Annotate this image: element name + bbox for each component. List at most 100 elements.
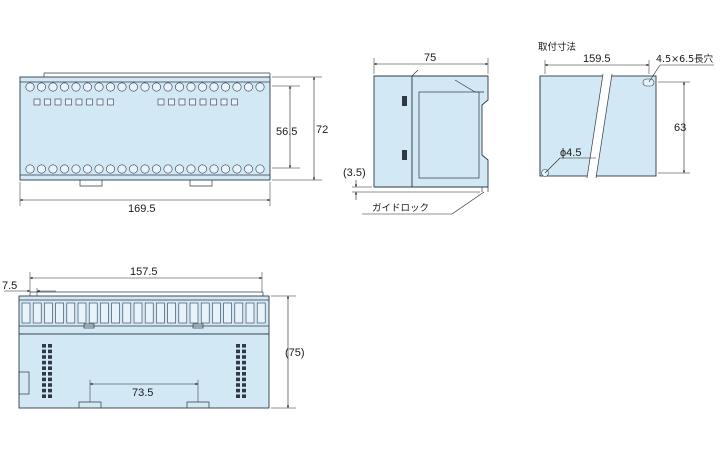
terminal-screw (71, 82, 81, 92)
terminal-screw (25, 82, 35, 92)
terminal-screw (244, 82, 254, 92)
led-indicator (86, 98, 93, 106)
terminal-screw (198, 164, 208, 174)
pin-marker (242, 355, 246, 359)
terminal-slot (223, 302, 232, 324)
led-indicator (33, 98, 41, 106)
terminal-slot (111, 302, 120, 324)
terminal-slot (212, 302, 221, 324)
pin-marker (42, 383, 46, 387)
terminal-screw (198, 82, 208, 92)
terminal-screw (232, 164, 242, 174)
terminal-slot (200, 302, 210, 324)
terminal-screw (244, 164, 254, 174)
pin-marker (48, 383, 52, 387)
terminal-slots (21, 302, 266, 324)
pin-marker (48, 377, 52, 382)
guide-lock-label: ガイドロック (372, 203, 429, 214)
pin-marker (48, 394, 52, 398)
hole-diameter-label: ϕ4.5 (560, 147, 581, 159)
terminal-screw (209, 82, 219, 92)
terminal-slot (44, 302, 53, 324)
din-clip-right (189, 180, 213, 187)
depth-dimension: 75 (424, 52, 436, 64)
pin-marker (242, 344, 246, 348)
pin-marker (236, 394, 240, 398)
terminal-screw (36, 82, 46, 92)
pin-marker (242, 377, 246, 382)
terminal-screw (186, 82, 196, 92)
bottom-view: 157.5 7.5 73.5 (75) (2, 266, 305, 409)
terminal-screw (106, 82, 116, 92)
led-indicator (75, 98, 83, 106)
terminal-slot (144, 302, 154, 324)
terminal-screw (48, 164, 58, 174)
terminal-screw (129, 82, 139, 92)
bottom-offset-dimension: 7.5 (2, 280, 17, 292)
terminal-slot (32, 302, 42, 324)
pin-marker (48, 355, 52, 359)
terminal-screw (175, 82, 185, 92)
terminal-slot (256, 302, 266, 324)
terminal-slot (133, 302, 143, 324)
terminal-slot (66, 302, 76, 324)
terminal-screw (232, 82, 242, 92)
terminal-slot (77, 302, 87, 324)
terminal-screw (209, 164, 219, 174)
pin-marker (242, 349, 246, 354)
terminal-slot (189, 302, 199, 324)
terminal-screw (83, 82, 93, 92)
terminal-screw (140, 82, 150, 92)
pin-marker (48, 366, 52, 370)
pin-marker (42, 349, 46, 354)
terminal-slot (122, 302, 132, 324)
pin-marker (236, 377, 240, 382)
pin-marker (242, 360, 246, 365)
terminal-screw (163, 164, 173, 174)
terminal-screw (152, 164, 162, 174)
pin-marker (42, 360, 46, 365)
side-label-panel (418, 91, 480, 179)
pin-marker (42, 394, 46, 398)
terminal-screw (163, 82, 173, 92)
pin-marker (236, 388, 240, 393)
led-indicator (189, 98, 196, 106)
terminal-screw (255, 164, 265, 174)
terminal-screw (36, 164, 46, 174)
width-dimension: 169.5 (128, 203, 156, 215)
terminal-slot (234, 302, 244, 324)
terminal-screw (186, 164, 196, 174)
terminal-screw (129, 164, 139, 174)
terminal-screw (94, 164, 104, 174)
terminal-screw (221, 164, 231, 174)
bottom-housing (18, 333, 270, 409)
pin-marker (42, 366, 46, 370)
mounting-title: 取付寸法 (538, 41, 576, 53)
terminal-screw (106, 164, 116, 174)
bottom-terminal-screws (25, 164, 265, 174)
bottom-width-dimension: 157.5 (130, 266, 158, 278)
slot-label: 4.5×6.5長穴 (656, 53, 714, 65)
pin-marker (236, 372, 240, 376)
pin-marker (48, 344, 52, 348)
terminal-screw (117, 164, 127, 174)
led-indicator (107, 98, 114, 106)
terminal-slot (245, 302, 255, 324)
pin-marker (42, 355, 46, 359)
pin-marker (236, 366, 240, 370)
led-indicator (210, 98, 217, 106)
terminal-slot (21, 302, 31, 324)
terminal-screw (71, 164, 81, 174)
side-body-front (373, 75, 413, 188)
led-indicator (96, 98, 104, 106)
pin-marker (42, 344, 46, 348)
side-latch-top (402, 96, 407, 106)
led-indicator (199, 98, 207, 106)
pin-marker (42, 372, 46, 376)
terminal-screw (25, 164, 35, 174)
front-body (19, 76, 271, 181)
led-indicator (157, 98, 165, 106)
led-indicator (65, 98, 72, 106)
terminal-slot (100, 302, 109, 324)
